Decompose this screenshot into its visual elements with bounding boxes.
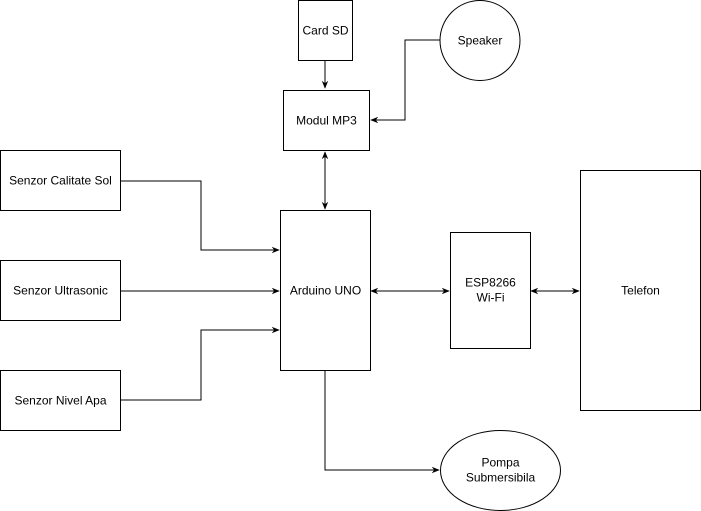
edges [120, 39, 580, 474]
node-senzor-ultrasonic: Senzor Ultrasonic [0, 260, 121, 321]
speaker-ellipse [439, 0, 521, 81]
speaker-label: Speaker [458, 34, 503, 48]
modul-mp3-box [283, 90, 370, 151]
esp8266-label-line1: ESP8266 [465, 276, 516, 290]
arduino-uno-box [280, 210, 371, 371]
senzor-nivel-apa-box [0, 370, 121, 431]
telefon-label: Telefon [621, 284, 660, 298]
card-sd-label: Card SD [302, 24, 348, 38]
senzor-calitate-sol-label: Senzor Calitate Sol [9, 174, 112, 188]
esp8266-label-line2: Wi-Fi [477, 291, 505, 305]
node-esp8266: ESP8266 Wi-Fi [450, 232, 531, 349]
node-pompa-submersibila: Pompa Submersibila [440, 430, 561, 511]
node-senzor-calitate-sol: Senzor Calitate Sol [0, 150, 121, 211]
card-sd-box [298, 0, 353, 61]
edge-speaker-to-modul-mp3 [370, 39, 440, 124]
senzor-nivel-apa-label: Senzor Nivel Apa [14, 394, 106, 408]
edge-arduino-to-pompa [324, 371, 440, 474]
esp8266-box [450, 232, 531, 349]
node-speaker: Speaker [439, 0, 521, 81]
senzor-calitate-sol-box [0, 150, 121, 211]
edge-senzor-calitate-sol-to-arduino [120, 180, 280, 254]
node-senzor-nivel-apa: Senzor Nivel Apa [0, 370, 121, 431]
pompa-label-line2: Submersibila [466, 471, 536, 485]
arduino-uno-label: Arduino UNO [290, 284, 361, 298]
telefon-box [580, 170, 701, 411]
node-card-sd: Card SD [298, 0, 353, 61]
node-modul-mp3: Modul MP3 [283, 90, 370, 151]
senzor-ultrasonic-box [0, 260, 121, 321]
pompa-label-line1: Pompa [481, 456, 519, 470]
node-arduino-uno: Arduino UNO [280, 210, 371, 371]
node-telefon: Telefon [580, 170, 701, 411]
senzor-ultrasonic-label: Senzor Ultrasonic [13, 284, 108, 298]
modul-mp3-label: Modul MP3 [296, 114, 357, 128]
edge-senzor-nivel-apa-to-arduino [120, 326, 280, 401]
